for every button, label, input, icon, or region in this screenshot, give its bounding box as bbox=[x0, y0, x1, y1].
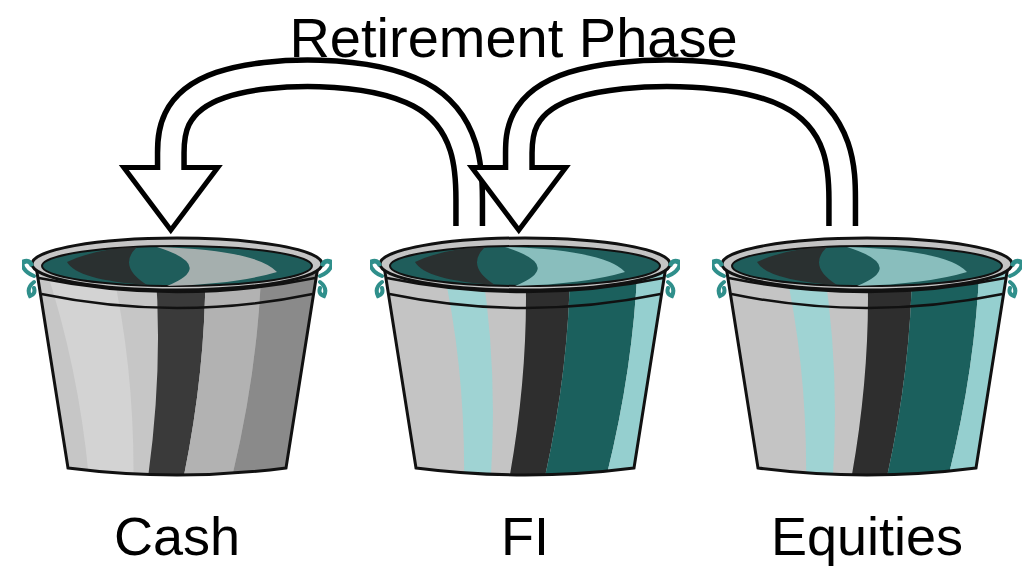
bucket-shape bbox=[712, 226, 1022, 488]
bucket-label: Equities bbox=[692, 505, 1027, 567]
bucket-label: FI bbox=[350, 505, 700, 567]
bucket-label: Cash bbox=[2, 505, 352, 567]
block-arrow bbox=[129, 73, 469, 226]
bucket-node: Equities bbox=[712, 226, 1022, 571]
block-arrow bbox=[477, 73, 842, 226]
bucket-shape bbox=[370, 226, 680, 488]
bucket-node: Cash bbox=[22, 226, 332, 571]
bucket-node: FI bbox=[370, 226, 680, 571]
bucket-shape bbox=[22, 226, 332, 488]
diagram-title: Retirement Phase bbox=[0, 6, 1027, 70]
